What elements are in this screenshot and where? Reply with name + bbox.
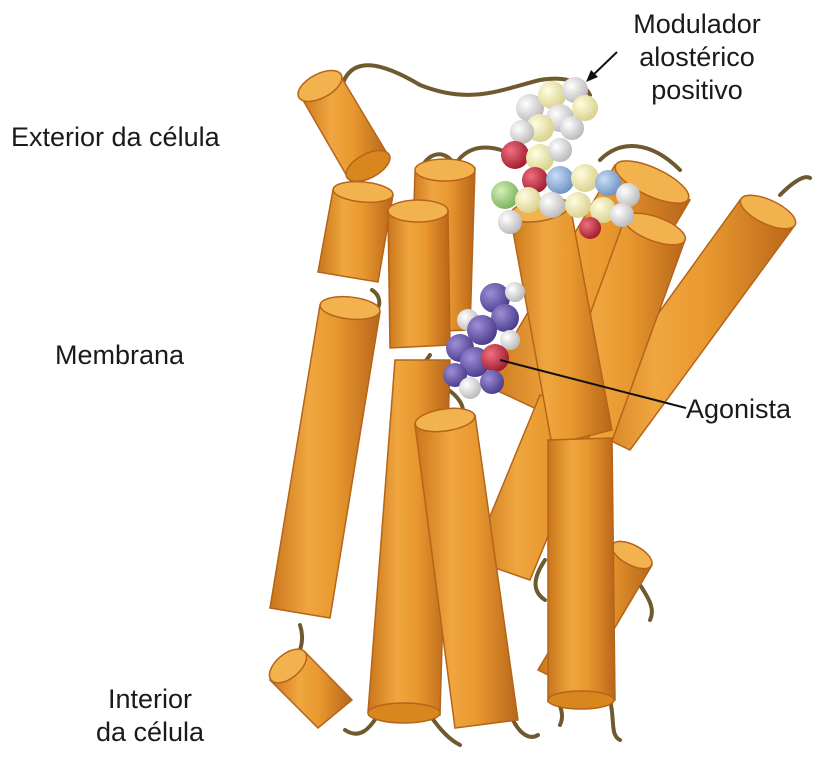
- agonist-label: Agonista: [686, 393, 791, 426]
- helix-3-upper: [388, 200, 450, 348]
- exterior-label: Exterior da célula: [11, 121, 220, 154]
- helix-extracellular-1: [293, 64, 395, 188]
- modulator-label: Modulador alostérico positivo: [612, 8, 782, 107]
- helix-2-upper: [318, 179, 394, 282]
- modulator-label-line1: Modulador: [612, 8, 782, 41]
- helix-2-lower: [270, 294, 381, 618]
- interior-label: Interior da célula: [85, 683, 215, 749]
- helix-1-lower: [548, 438, 615, 709]
- membrane-label: Membrana: [55, 339, 184, 372]
- interior-label-line1: Interior: [85, 683, 215, 716]
- interior-label-line2: da célula: [85, 716, 215, 749]
- modulator-label-line2: alostérico: [612, 41, 782, 74]
- modulator-label-line3: positivo: [612, 74, 782, 107]
- helix-intracellular: [263, 643, 352, 728]
